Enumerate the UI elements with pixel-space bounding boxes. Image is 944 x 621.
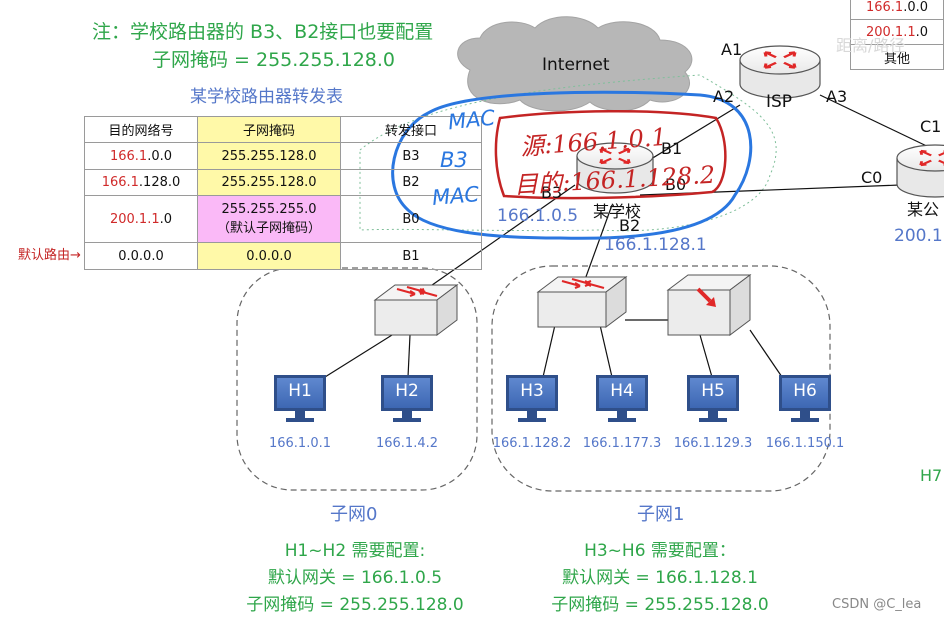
handwriting-mac: MAC bbox=[431, 181, 481, 211]
monitor-icon bbox=[506, 375, 558, 422]
partial-row1: 166.1.0.0 bbox=[850, 0, 944, 20]
other-router-icon bbox=[896, 144, 944, 198]
faded-text: 距离/路径 bbox=[836, 36, 906, 55]
school-router-label: 某学校 bbox=[593, 202, 642, 221]
table-title: 某学校路由器转发表 bbox=[190, 87, 343, 107]
row4-mask: 0.0.0.0 bbox=[197, 242, 341, 270]
header-dest-net: 目的网络号 bbox=[84, 116, 198, 143]
subnet0-gateway: 默认网关 = 166.1.0.5 bbox=[267, 568, 443, 588]
monitor-icon bbox=[274, 375, 326, 422]
partial-table: 166.1.0.0 200.1.1.0 其他 bbox=[850, 0, 944, 70]
row3-mask: 255.255.255.0（默认子网掩码） bbox=[197, 195, 341, 243]
subnet0-config-title: H1~H2 需要配置: bbox=[284, 541, 426, 561]
monitor-icon bbox=[381, 375, 433, 422]
internet-label: Internet bbox=[542, 55, 610, 75]
default-route-label: 默认路由→ bbox=[18, 248, 81, 263]
host-ip: 166.1.177.3 bbox=[582, 436, 662, 451]
monitor-icon bbox=[687, 375, 739, 422]
watermark: CSDN @C_lea bbox=[832, 597, 922, 612]
row2-net: 166.1.128.0 bbox=[84, 169, 198, 196]
header-iface: 转发接口 bbox=[340, 116, 482, 143]
port-b0: B0 bbox=[665, 175, 687, 194]
hub-icon bbox=[666, 274, 752, 336]
row4-net: 0.0.0.0 bbox=[84, 242, 198, 270]
port-c0: C0 bbox=[861, 168, 883, 187]
handwriting-mac-top: MAC bbox=[446, 105, 497, 135]
host-name: H5 bbox=[701, 381, 725, 401]
handwriting-box bbox=[494, 109, 727, 200]
partial-row2: 200.1.1.0 bbox=[850, 19, 944, 45]
host-ip: 166.1.150.1 bbox=[765, 436, 845, 451]
subnet0-config: H1~H2 需要配置: 默认网关 = 166.1.0.5 子网掩码 = 255.… bbox=[235, 538, 475, 619]
isp-router-icon bbox=[739, 45, 821, 99]
port-c1: C1 bbox=[920, 117, 942, 136]
subnet1-config-title: H3~H6 需要配置： bbox=[584, 541, 736, 561]
subnet0-name: 子网0 bbox=[330, 504, 378, 525]
host-ip: 166.1.0.1 bbox=[268, 436, 332, 451]
row2-mask: 255.255.128.0 bbox=[197, 169, 341, 196]
b3-ip: 166.1.0.5 bbox=[497, 206, 579, 226]
handwriting-b3: B3 bbox=[440, 148, 468, 172]
note-line1: 注：学校路由器的 B3、B2接口也要配置 bbox=[92, 21, 434, 43]
switch-subnet0-icon bbox=[373, 284, 459, 336]
forwarding-table: 目的网络号 子网掩码 转发接口 166.1.0.0 255.255.128.0 … bbox=[84, 116, 482, 270]
host-ip: 166.1.4.2 bbox=[375, 436, 439, 451]
host-name: H6 bbox=[793, 381, 817, 401]
header-mask: 子网掩码 bbox=[197, 116, 341, 143]
switch-subnet1-icon bbox=[536, 276, 628, 328]
port-a2: A2 bbox=[713, 87, 735, 106]
port-b2: B2 bbox=[619, 216, 641, 235]
host-name: H4 bbox=[610, 381, 634, 401]
subnet1-config: H3~H6 需要配置： 默认网关 = 166.1.128.1 子网掩码 = 25… bbox=[540, 538, 780, 619]
host-name: H1 bbox=[288, 381, 312, 401]
subnet1-gateway: 默认网关 = 166.1.128.1 bbox=[562, 568, 758, 588]
row3-net: 200.1.1.0 bbox=[84, 195, 198, 243]
host-name: H3 bbox=[520, 381, 544, 401]
row2-iface: B2 bbox=[340, 169, 482, 196]
row4-iface: B1 bbox=[340, 242, 482, 270]
host-ip: 166.1.129.3 bbox=[673, 436, 753, 451]
b2-ip: 166.1.128.1 bbox=[604, 235, 707, 255]
port-b3: B3 bbox=[541, 183, 563, 202]
port-a3: A3 bbox=[826, 87, 848, 106]
port-b1: B1 bbox=[661, 139, 683, 158]
host-ip: 166.1.128.2 bbox=[492, 436, 572, 451]
row1-mask: 255.255.128.0 bbox=[197, 142, 341, 170]
host-name: H2 bbox=[395, 381, 419, 401]
subnet1-name: 子网1 bbox=[637, 504, 685, 525]
monitor-icon bbox=[779, 375, 831, 422]
partial-row3: 其他 bbox=[850, 44, 944, 70]
other-router-label: 某公 bbox=[907, 200, 940, 219]
internet-cloud-icon bbox=[457, 16, 693, 112]
note-line2: 子网掩码 = 255.255.128.0 bbox=[152, 49, 396, 71]
other-router-ip: 200.1. bbox=[894, 226, 944, 246]
school-router-icon bbox=[576, 142, 654, 194]
h7-label: H7 bbox=[920, 466, 943, 485]
port-a1: A1 bbox=[721, 40, 743, 59]
row1-net: 166.1.0.0 bbox=[84, 142, 198, 170]
subnet0-mask: 子网掩码 = 255.255.128.0 bbox=[246, 595, 464, 615]
monitor-icon bbox=[596, 375, 648, 422]
subnet1-mask: 子网掩码 = 255.255.128.0 bbox=[551, 595, 769, 615]
isp-label: ISP bbox=[766, 92, 793, 112]
